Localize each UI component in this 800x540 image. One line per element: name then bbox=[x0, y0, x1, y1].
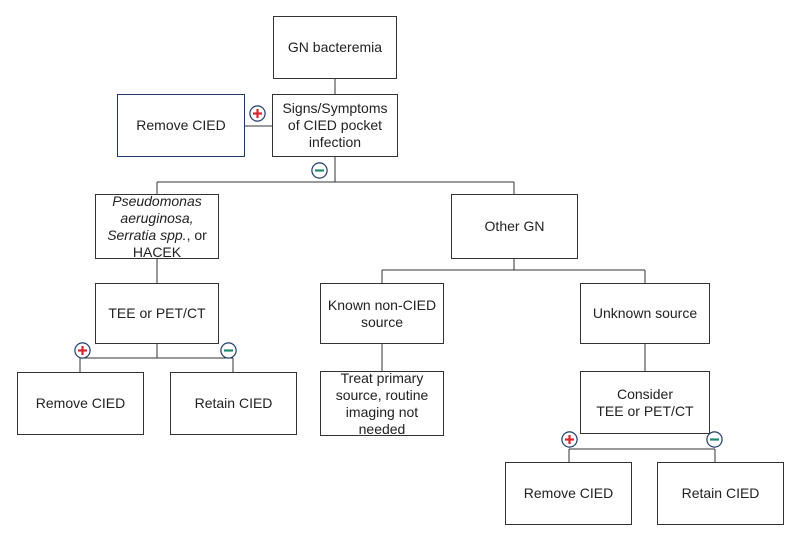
plus-circle-icon bbox=[74, 342, 91, 359]
remove-cied-left-box: Remove CIED bbox=[17, 372, 144, 435]
pocket-line-2: of CIED pocket bbox=[287, 117, 383, 133]
treat-line-3: imaging not bbox=[345, 403, 419, 420]
treat-line-2: source, routine bbox=[335, 386, 429, 403]
remove-cied-right-box: Remove CIED bbox=[505, 462, 632, 525]
pocket-infection-box: Signs/Symptoms of CIED pocket infection bbox=[272, 94, 398, 157]
tee-pet-ct-left-box: TEE or PET/CT bbox=[95, 283, 219, 344]
known-source-box: Known non-CIED source bbox=[320, 283, 444, 344]
pocket-line-1: Signs/Symptoms bbox=[282, 100, 388, 116]
treat-primary-box: Treat primary source, routine imaging no… bbox=[320, 369, 444, 437]
minus-circle-icon bbox=[311, 162, 328, 179]
minus-circle-icon bbox=[220, 342, 237, 359]
pseudomonas-line-1: Pseudomonas bbox=[112, 192, 202, 209]
retain-cied-left-label: Retain CIED bbox=[194, 395, 273, 411]
pseudomonas-line-2: aeruginosa, bbox=[120, 209, 194, 226]
remove-cied-right-label: Remove CIED bbox=[523, 485, 614, 501]
plus-circle-icon bbox=[249, 105, 266, 122]
pocket-line-3: infection bbox=[308, 134, 362, 150]
pseudomonas-box: Pseudomonas aeruginosa, Serratia spp., o… bbox=[95, 192, 219, 260]
treat-line-4: needed bbox=[358, 420, 406, 437]
pseudomonas-line-3: Serratia spp., or bbox=[107, 226, 207, 243]
pseudomonas-line-4: HACEK bbox=[132, 243, 182, 260]
known-source-line-2: source bbox=[360, 313, 403, 330]
remove-cied-left-label: Remove CIED bbox=[35, 395, 126, 411]
gn-bacteremia-label: GN bacteremia bbox=[287, 39, 383, 55]
consider-line-2: TEE or PET/CT bbox=[596, 402, 694, 419]
remove-cied-top-label: Remove CIED bbox=[136, 117, 226, 133]
retain-cied-right-label: Retain CIED bbox=[681, 485, 760, 501]
plus-circle-icon bbox=[561, 431, 578, 448]
gn-bacteremia-box: GN bacteremia bbox=[273, 16, 397, 79]
retain-cied-left-box: Retain CIED bbox=[170, 372, 297, 435]
unknown-source-label: Unknown source bbox=[592, 305, 698, 321]
tee-pet-ct-left-label: TEE or PET/CT bbox=[108, 305, 206, 321]
consider-line-1: Consider bbox=[616, 385, 673, 402]
known-source-line-1: Known non-CIED bbox=[327, 296, 437, 313]
other-gn-box: Other GN bbox=[451, 194, 578, 259]
unknown-source-box: Unknown source bbox=[580, 283, 710, 344]
treat-line-1: Treat primary bbox=[340, 369, 424, 386]
consider-tee-box: Consider TEE or PET/CT bbox=[580, 371, 710, 434]
minus-circle-icon bbox=[706, 431, 723, 448]
remove-cied-top-box: Remove CIED bbox=[117, 94, 245, 157]
other-gn-label: Other GN bbox=[484, 218, 545, 234]
retain-cied-right-box: Retain CIED bbox=[657, 462, 784, 525]
